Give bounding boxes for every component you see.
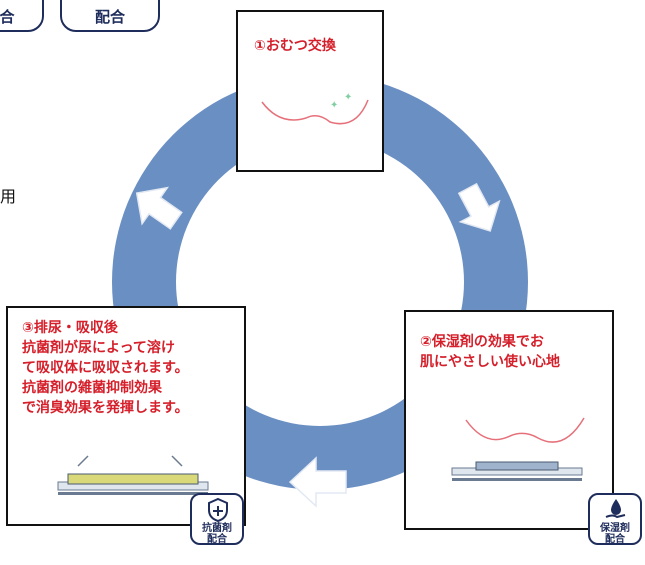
antibacterial-badge: 抗菌剤 配合 [190,493,244,545]
arrow-left-icon [288,456,347,508]
shield-plus-icon [208,497,228,523]
step-1-text: ①おむつ交換 [254,38,336,54]
water-drop-hand-icon [605,499,626,519]
side-text-fragment: 用 [0,187,17,206]
ring-inner [176,138,464,426]
step-3-text: ③排尿・吸収後 抗菌剤が尿によって溶け て吸収体に吸収されます。 抗菌剤の雑菌抑… [22,320,189,416]
arrow-up-right-icon [135,186,183,230]
diaper-illustration-2 [451,417,585,481]
top-pill-left: 合 [0,0,44,32]
diaper-illustration-3 [57,455,209,495]
arrow-down-right-icon [457,182,501,232]
moisturizer-badge-line1: 保湿剤 [600,523,630,534]
sparkle-icon: ✦ [330,100,338,111]
antibacterial-badge-line1: 抗菌剤 [202,523,232,534]
top-pill-right-label: 配合 [94,8,125,26]
moisturizer-badge-line2: 配合 [605,534,625,545]
step-panel-3: ③排尿・吸収後 抗菌剤が尿によって溶け て吸収体に吸収されます。 抗菌剤の雑菌抑… [6,306,246,526]
moisturizer-badge: 保湿剤 配合 [588,493,642,545]
step-panel-1: ①おむつ交換 ✦ ✦ [236,10,384,172]
skin-illustration-1: ✦ ✦ [261,92,369,125]
top-pill-left-label: 合 [0,8,15,26]
step-2-text: ②保湿剤の効果でお 肌にやさしい使い心地 [420,334,560,370]
sparkle-icon-2: ✦ [344,92,352,103]
step-panel-2: ②保湿剤の効果でお 肌にやさしい使い心地 [404,310,614,530]
antibacterial-badge-line2: 配合 [207,534,227,545]
top-pill-right: 配合 [60,0,160,32]
